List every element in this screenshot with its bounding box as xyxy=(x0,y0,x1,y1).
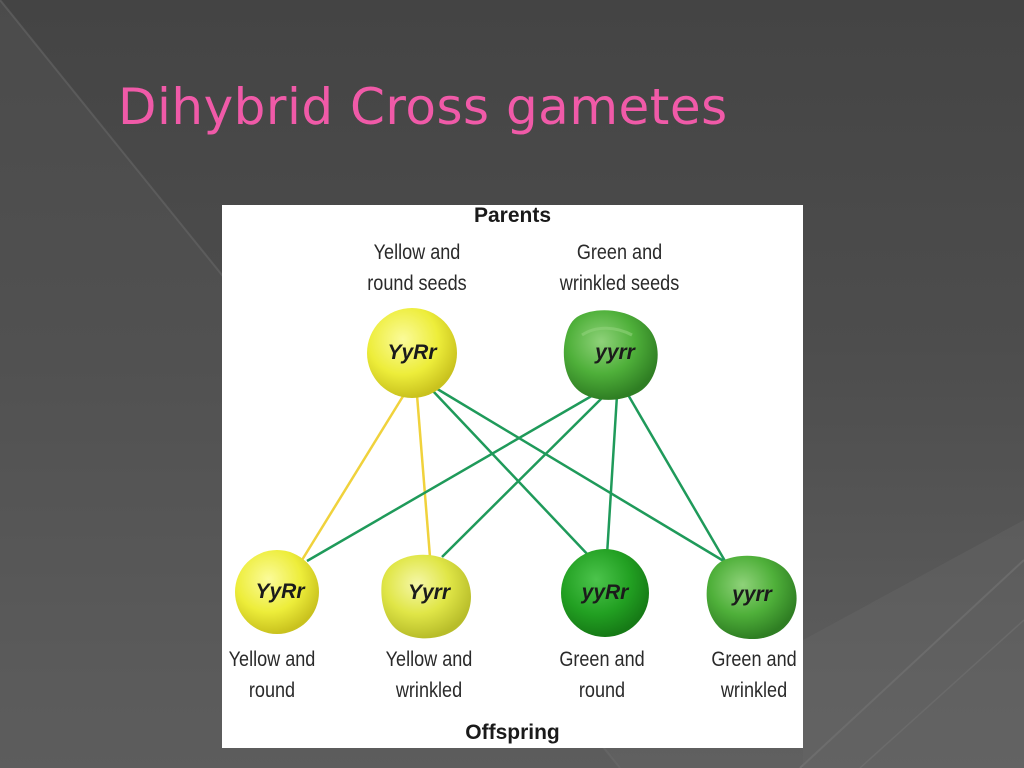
offspring-genotype-4: yyrr xyxy=(732,583,772,606)
offspring-genotype-3: yyRr xyxy=(581,581,629,604)
offspring-genotype-2: Yyrr xyxy=(407,581,451,604)
cross-line xyxy=(306,388,603,563)
parent-seed-yellow-round xyxy=(367,308,457,398)
offspring-seed-green-round xyxy=(561,549,649,637)
parents-heading: Parents xyxy=(473,205,552,227)
green-lines xyxy=(306,385,728,565)
cross-line xyxy=(605,394,619,556)
offspring-seed-green-wrinkled xyxy=(706,555,797,640)
parent-label-yellow: Yellow and round seeds xyxy=(367,241,467,295)
cross-lines-and-seeds xyxy=(235,308,797,640)
parent-label-green: Green and wrinkled seeds xyxy=(559,241,680,295)
offspring-seed-yellow-round xyxy=(235,550,319,634)
parent-genotype-yellow: YyRr xyxy=(387,341,437,364)
cross-line xyxy=(415,394,432,558)
offspring-label-3: Green and round xyxy=(559,648,645,702)
cross-line xyxy=(433,385,728,565)
offspring-label-2: Yellow and wrinkled xyxy=(385,648,473,702)
cross-line xyxy=(625,392,727,562)
dihybrid-cross-figure: Parents Yellow and round seeds Green and… xyxy=(222,205,803,748)
parent-genotype-green: yyrr xyxy=(595,341,635,364)
yellow-parent-lines xyxy=(300,392,432,561)
cross-line xyxy=(431,389,591,558)
cross-line xyxy=(441,392,608,558)
offspring-heading: Offspring xyxy=(465,721,560,744)
offspring-genotype-1: YyRr xyxy=(255,580,305,603)
cross-line xyxy=(300,392,407,561)
slide-title: Dihybrid Cross gametes xyxy=(118,78,728,136)
offspring-label-1: Yellow and round xyxy=(228,648,316,702)
offspring-label-4: Green and wrinkled xyxy=(711,648,797,702)
offspring-seed-yellow-wrinkled xyxy=(381,554,471,639)
